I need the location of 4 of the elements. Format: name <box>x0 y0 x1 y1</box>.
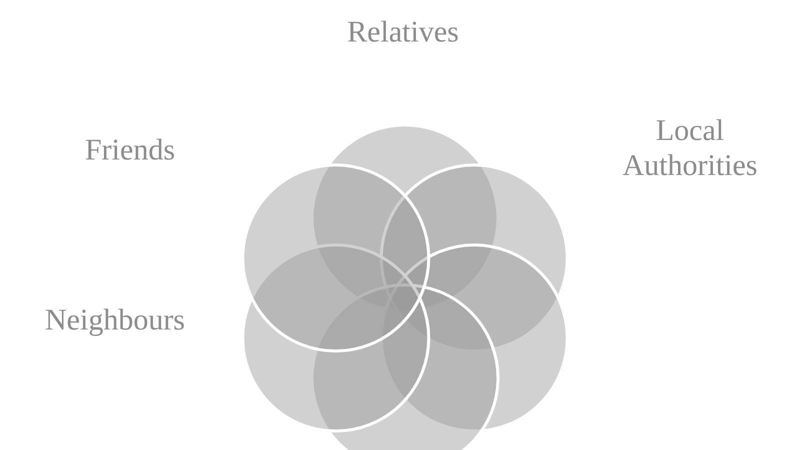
category-label: Local Authorities <box>622 113 758 183</box>
category-label: Neighbours <box>44 302 186 338</box>
category-label: Relatives <box>346 14 460 50</box>
category-label: Friends <box>84 132 176 168</box>
